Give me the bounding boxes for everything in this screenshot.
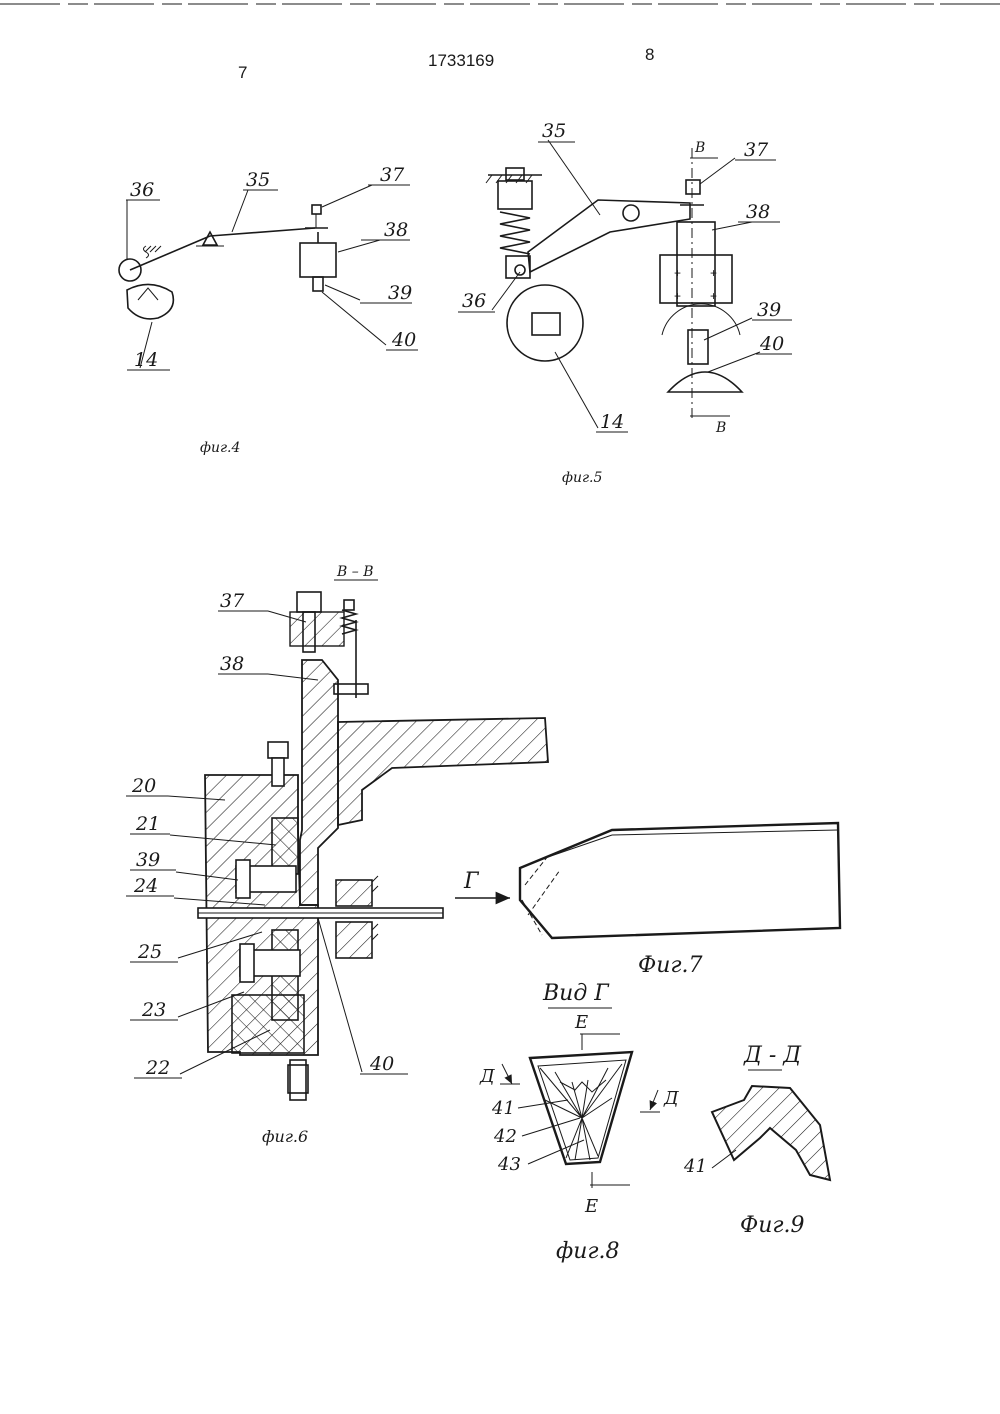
fig7-caption: Фиг.7 — [638, 953, 703, 978]
figure-4: 36 35 37 38 39 40 14 фиг.4 — [119, 164, 418, 456]
fig4-label-39: 39 — [388, 282, 412, 304]
fig6-label-21: 21 — [135, 813, 160, 835]
fig6-section-title: В – В — [336, 564, 373, 580]
fig6-label-39: 39 — [136, 849, 160, 871]
fig4-caption: фиг.4 — [200, 440, 240, 456]
fig6-caption: фиг.6 — [262, 1127, 308, 1146]
svg-text:+: + — [674, 289, 681, 303]
fig5-label-36: 36 — [462, 290, 486, 312]
fig6-label-38: 38 — [220, 653, 244, 675]
fig6-label-24: 24 — [133, 875, 158, 897]
fig5-label-38: 38 — [746, 201, 770, 223]
svg-text:+: + — [674, 266, 681, 280]
patent-number: 1733169 — [428, 51, 494, 70]
fig8-section-d-right: Д — [663, 1088, 679, 1109]
fig8-label-42: 42 — [493, 1126, 517, 1147]
svg-text:+: + — [710, 289, 717, 303]
fig6-label-37: 37 — [220, 590, 245, 612]
fig4-label-35: 35 — [246, 169, 270, 191]
figure-8: Е Е Д Д 41 42 43 фиг.8 — [479, 1012, 679, 1264]
fig4-label-38: 38 — [384, 219, 408, 241]
fig8-label-43: 43 — [497, 1154, 521, 1175]
fig8-label-41: 41 — [491, 1098, 515, 1119]
fig8-caption: фиг.8 — [556, 1239, 620, 1264]
fig5-section-mark-top: В — [694, 140, 705, 156]
fig5-label-39: 39 — [757, 299, 781, 321]
fig6-label-20: 20 — [131, 775, 156, 797]
page-number-left: 7 — [238, 63, 247, 82]
figure-9: Д - Д 41 Фиг.9 — [683, 1043, 830, 1238]
fig5-label-35: 35 — [542, 120, 566, 142]
fig9-section-title: Д - Д — [743, 1043, 802, 1068]
fig4-label-36: 36 — [130, 179, 154, 201]
fig9-caption: Фиг.9 — [740, 1213, 805, 1238]
fig8-section-e-top: Е — [574, 1012, 588, 1033]
figure-7: Г Фиг.7 Вид Г — [455, 823, 840, 1008]
fig7-view-title: Вид Г — [542, 981, 610, 1006]
fig5-label-14: 14 — [600, 411, 624, 433]
figure-6: В – В — [126, 564, 548, 1146]
fig5-label-37: 37 — [744, 139, 769, 161]
fig6-label-22: 22 — [145, 1057, 170, 1079]
fig4-label-40: 40 — [391, 329, 416, 351]
fig8-section-e-bottom: Е — [584, 1196, 598, 1217]
page-number-right: 8 — [645, 45, 654, 64]
fig5-section-mark-bottom: В — [715, 420, 726, 436]
fig5-label-40: 40 — [759, 333, 784, 355]
fig7-view-arrow-label: Г — [463, 869, 480, 894]
fig4-label-37: 37 — [380, 164, 405, 186]
figure-5: + + + + В В 35 37 38 36 39 40 14 фиг.5 — [458, 120, 792, 486]
fig9-label-41: 41 — [683, 1156, 707, 1177]
fig4-label-14: 14 — [134, 349, 158, 371]
fig6-label-40: 40 — [369, 1053, 394, 1075]
svg-text:+: + — [710, 266, 717, 280]
fig5-caption: фиг.5 — [562, 470, 603, 486]
fig6-label-23: 23 — [141, 999, 166, 1021]
fig8-section-d-left: Д — [479, 1066, 495, 1087]
fig6-label-25: 25 — [137, 941, 162, 963]
